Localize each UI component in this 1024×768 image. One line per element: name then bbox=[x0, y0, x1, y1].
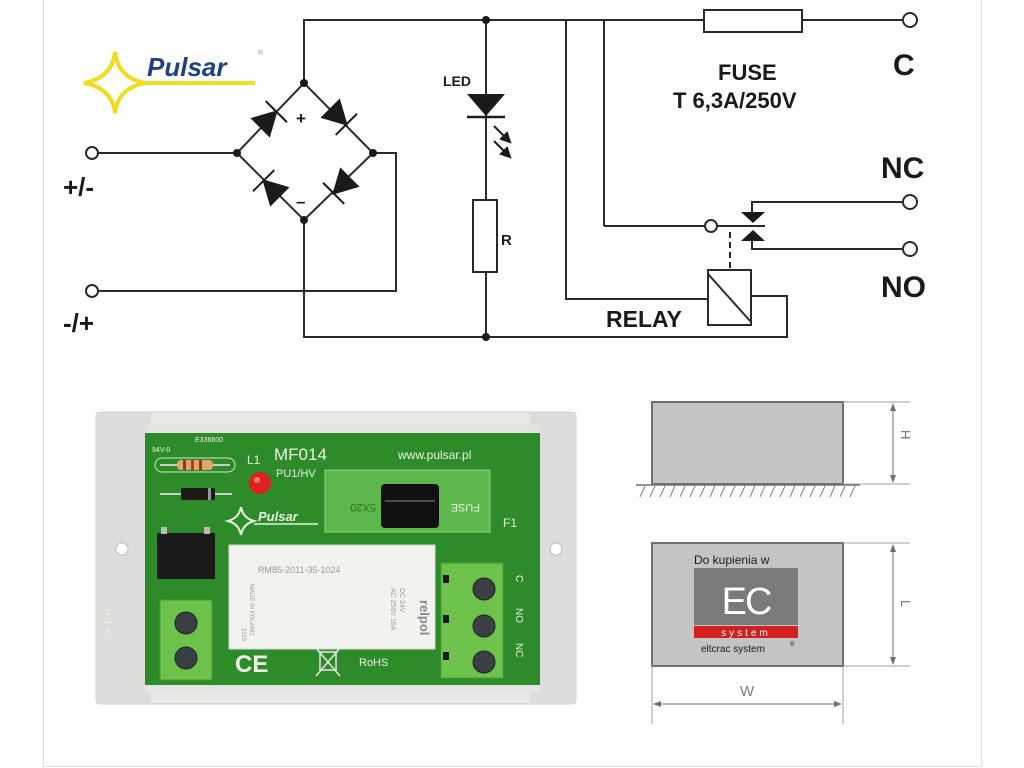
screw-icon bbox=[174, 611, 198, 635]
relay-origin: MADE IN POLAND bbox=[248, 584, 254, 636]
watermark-registered: ® bbox=[790, 641, 795, 648]
resistor-component bbox=[177, 460, 213, 470]
bridge-minus-label: – bbox=[296, 192, 305, 211]
bridge-diodes bbox=[250, 98, 360, 207]
screw-icon bbox=[472, 650, 496, 674]
diode-icon bbox=[322, 167, 360, 205]
relay-coil-icon bbox=[707, 269, 752, 326]
url-label: www.pulsar.pl bbox=[397, 448, 471, 462]
watermark-footer: eltcrac system bbox=[701, 644, 765, 655]
dimension-w-label: W bbox=[740, 683, 755, 700]
ground-hatch bbox=[639, 485, 856, 498]
terminal-label-c: C bbox=[893, 49, 915, 82]
diode-icon bbox=[250, 100, 288, 138]
terminal-icon bbox=[85, 284, 99, 298]
diode-icon bbox=[320, 98, 358, 136]
logo-text: Pulsar bbox=[147, 52, 228, 82]
pcb-marking-code: E336600 bbox=[195, 437, 223, 444]
pcb-pulsar-star-icon bbox=[224, 506, 258, 536]
fuse-ref-label: F1 bbox=[503, 516, 517, 530]
pcb-marking-flame: 94V-0 bbox=[152, 447, 170, 454]
rohs-label: RoHS bbox=[359, 657, 388, 669]
bridge-plus-label: + bbox=[296, 109, 306, 128]
screw-icon bbox=[472, 614, 496, 638]
watermark-band bbox=[694, 626, 798, 638]
side-view-box bbox=[651, 401, 844, 485]
relay-component bbox=[228, 544, 436, 650]
led-ref-label: L1 bbox=[247, 453, 261, 467]
logo-registered: ® bbox=[258, 49, 264, 57]
terminal-icon bbox=[902, 241, 918, 257]
relay-brand: relpol bbox=[417, 600, 432, 635]
relay-contact-rating: AC 250V 16A bbox=[389, 588, 396, 631]
pulsar-star-icon bbox=[83, 51, 146, 114]
watermark-logo: EC bbox=[722, 581, 771, 623]
screw-icon bbox=[472, 577, 496, 601]
schematic-wires bbox=[98, 19, 902, 338]
contact-no-icon bbox=[741, 230, 765, 241]
fuse-holder-size: 5X20 bbox=[350, 501, 376, 513]
dimension-h-label: H bbox=[898, 430, 913, 439]
dimension-l-label: L bbox=[898, 600, 913, 607]
terminal-label-plus-minus: +/- bbox=[63, 172, 94, 202]
variant-label: PU1/HV bbox=[276, 468, 316, 480]
relay-code: 2115 bbox=[240, 628, 246, 642]
terminal-label-minus-plus: -/+ bbox=[63, 308, 94, 338]
terminal-label-nc: NC bbox=[881, 152, 924, 185]
diode-icon bbox=[252, 169, 290, 207]
fuse-title: FUSE bbox=[718, 60, 777, 85]
contact-pivot-icon bbox=[704, 219, 718, 233]
weee-bin-icon bbox=[315, 647, 341, 677]
module-photo: E336600 94V-0 L1 MF014 PU1/HV Pulsar www… bbox=[95, 411, 577, 705]
relay-part-number: RM85-2011-35-1024 bbox=[258, 565, 340, 575]
pcb-brand: Pulsar bbox=[258, 509, 299, 524]
watermark-logo-panel bbox=[694, 568, 798, 625]
output-label-c: C bbox=[513, 575, 524, 582]
ce-mark: CE bbox=[235, 651, 268, 678]
contact-nc-icon bbox=[741, 212, 765, 223]
relay-coil-rating: DC 24V bbox=[398, 588, 405, 613]
model-label: MF014 bbox=[274, 445, 327, 464]
fuse-icon bbox=[703, 9, 803, 33]
watermark-band-text: system bbox=[721, 628, 771, 639]
fuse-component bbox=[381, 484, 439, 528]
led-icon bbox=[467, 94, 512, 159]
resistor-label: R bbox=[501, 232, 512, 249]
fuse-holder-label: FUSE bbox=[451, 501, 480, 513]
diode-component bbox=[181, 488, 215, 500]
bridge-nodes bbox=[233, 16, 490, 341]
bridge-rectifier-chip bbox=[157, 533, 215, 579]
fuse-rating: T 6,3A/250V bbox=[673, 88, 797, 113]
terminal-icon bbox=[85, 146, 99, 160]
input-terminal-block bbox=[159, 599, 213, 681]
screw-icon bbox=[174, 646, 198, 670]
relay-label: RELAY bbox=[606, 306, 682, 332]
led-label: LED bbox=[443, 73, 471, 89]
output-label-no: NO bbox=[513, 608, 524, 623]
resistor-icon bbox=[472, 199, 498, 273]
pulsar-logo: Pulsar ® bbox=[83, 49, 264, 114]
top-view: L W Do kupienia w EC system eltcrac syst… bbox=[651, 542, 913, 724]
terminal-label-no: NO bbox=[881, 271, 926, 304]
led-component bbox=[249, 472, 271, 494]
output-label-nc: NC bbox=[513, 643, 524, 657]
terminal-icon bbox=[902, 12, 918, 28]
watermark-line1: Do kupienia w bbox=[694, 553, 770, 567]
terminal-icon bbox=[902, 194, 918, 210]
input-terminal-label: -/+ | +/- bbox=[103, 604, 115, 640]
side-view: H bbox=[636, 401, 913, 498]
ec-system-watermark: Do kupienia w EC system eltcrac system ® bbox=[694, 553, 798, 655]
